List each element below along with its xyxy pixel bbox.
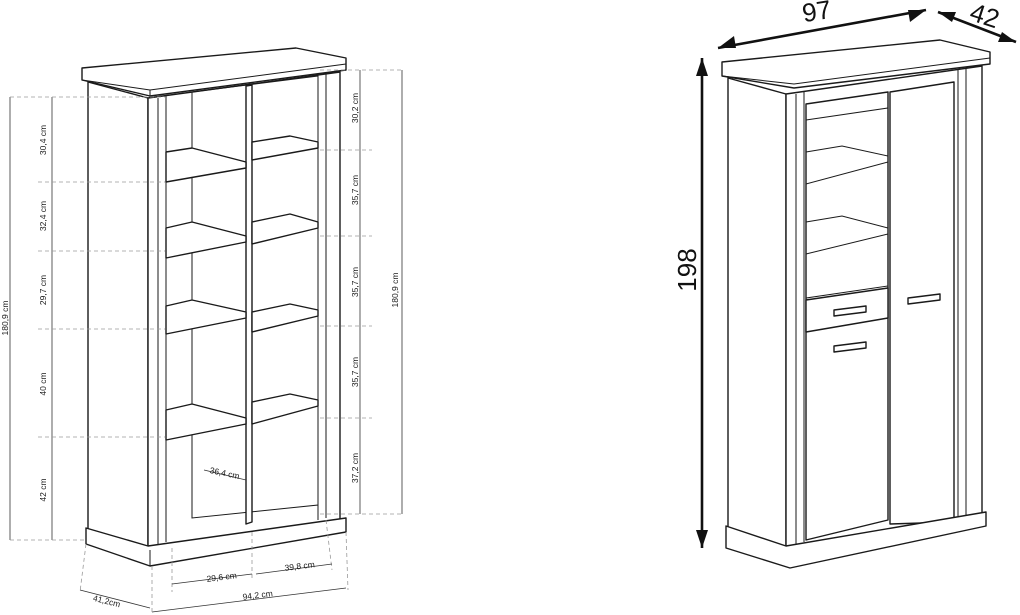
- overall-height-label: 198: [672, 248, 702, 291]
- right-height-label-4: 35,7 cm: [350, 357, 360, 387]
- overall-depth-label: 42: [966, 0, 1003, 34]
- bottom-width-label-2: 39,8 cm: [284, 559, 315, 573]
- dimension-labels: 30,4 cm 32,4 cm 29,7 cm 40 cm 42 cm 180,…: [0, 0, 1003, 609]
- left-height-label-5: 42 cm: [38, 478, 48, 501]
- left-height-label-3: 29,7 cm: [38, 275, 48, 305]
- left-height-label-1: 30,4 cm: [38, 125, 48, 155]
- total-width-label: 94,2 cm: [242, 588, 273, 602]
- right-height-label-2: 35,7 cm: [350, 175, 360, 205]
- bottom-width-label-1: 29,6 cm: [206, 570, 237, 584]
- right-height-label-5: 37,2 cm: [350, 453, 360, 483]
- left-height-label-4: 40 cm: [38, 372, 48, 395]
- right-height-label-3: 35,7 cm: [350, 267, 360, 297]
- overall-width-label: 97: [800, 0, 833, 28]
- left-height-label-2: 32,4 cm: [38, 201, 48, 231]
- left-total-height-label: 180,9 cm: [0, 301, 10, 336]
- depth-label: 41,2cm: [92, 593, 121, 609]
- right-height-label-1: 30,2 cm: [350, 93, 360, 123]
- closed-cabinet-view: [696, 8, 1017, 569]
- open-cabinet-view: [9, 47, 403, 613]
- right-total-height-label: 180,9 cm: [390, 273, 400, 308]
